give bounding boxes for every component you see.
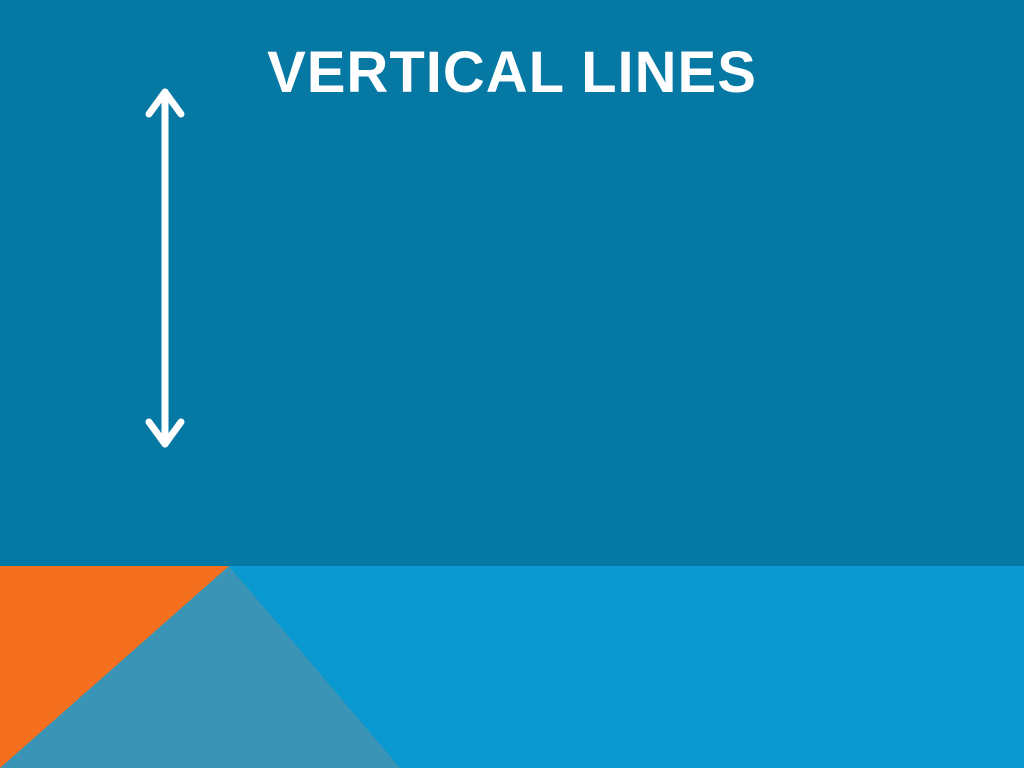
band-orange-triangle bbox=[0, 566, 229, 768]
vertical-double-arrow-icon bbox=[145, 88, 185, 448]
slide-title: VERTICAL LINES bbox=[267, 40, 757, 105]
band-muted-triangle bbox=[0, 566, 400, 768]
